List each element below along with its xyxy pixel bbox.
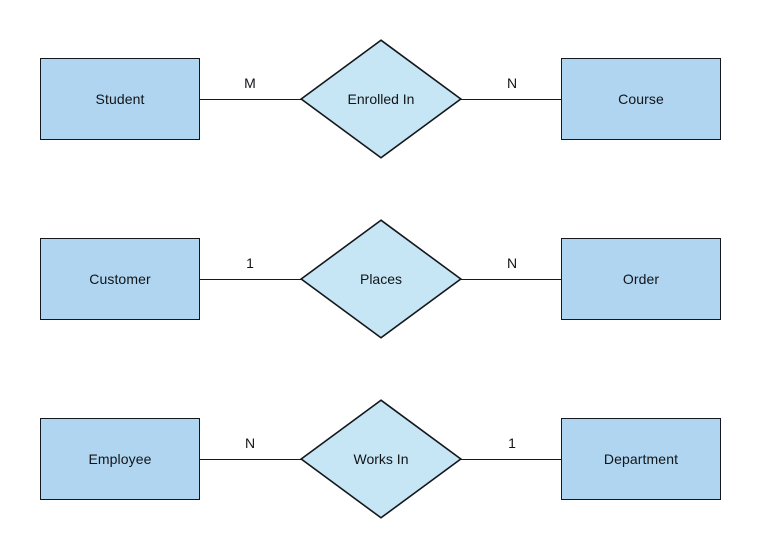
entity-box[interactable]: Department bbox=[561, 418, 721, 500]
connector-line-left bbox=[200, 459, 301, 460]
relationship-diamond[interactable]: Enrolled In bbox=[300, 39, 462, 159]
cardinality-label-left: M bbox=[244, 75, 256, 91]
er-relationship-row: Employee N Works In 1 Department bbox=[0, 380, 761, 540]
diamond-shape-icon bbox=[300, 219, 462, 339]
connector-line-right bbox=[461, 459, 561, 460]
entity-box[interactable]: Student bbox=[40, 58, 200, 140]
cardinality-label-right: 1 bbox=[508, 435, 516, 451]
connector-line-right bbox=[461, 279, 561, 280]
entity-box[interactable]: Course bbox=[561, 58, 721, 140]
connector-line-right bbox=[461, 99, 561, 100]
relationship-label: Enrolled In bbox=[347, 91, 415, 107]
entity-box[interactable]: Employee bbox=[40, 418, 200, 500]
relationship-diamond[interactable]: Works In bbox=[300, 399, 462, 519]
relationship-label: Places bbox=[359, 271, 403, 287]
cardinality-label-left: 1 bbox=[246, 255, 254, 271]
cardinality-label-left: N bbox=[244, 435, 256, 451]
cardinality-label-right: N bbox=[506, 255, 518, 271]
connector-line-left bbox=[200, 279, 301, 280]
entity-box[interactable]: Order bbox=[561, 238, 721, 320]
entity-box[interactable]: Customer bbox=[40, 238, 200, 320]
relationship-label: Works In bbox=[353, 451, 409, 467]
connector-line-left bbox=[200, 99, 301, 100]
cardinality-label-right: N bbox=[506, 75, 518, 91]
diamond-shape-icon bbox=[300, 39, 462, 159]
relationship-diamond[interactable]: Places bbox=[300, 219, 462, 339]
diamond-shape-icon bbox=[300, 399, 462, 519]
er-relationship-row: Customer 1 Places N Order bbox=[0, 200, 761, 360]
er-relationship-row: Student M Enrolled In N Course bbox=[0, 20, 761, 180]
